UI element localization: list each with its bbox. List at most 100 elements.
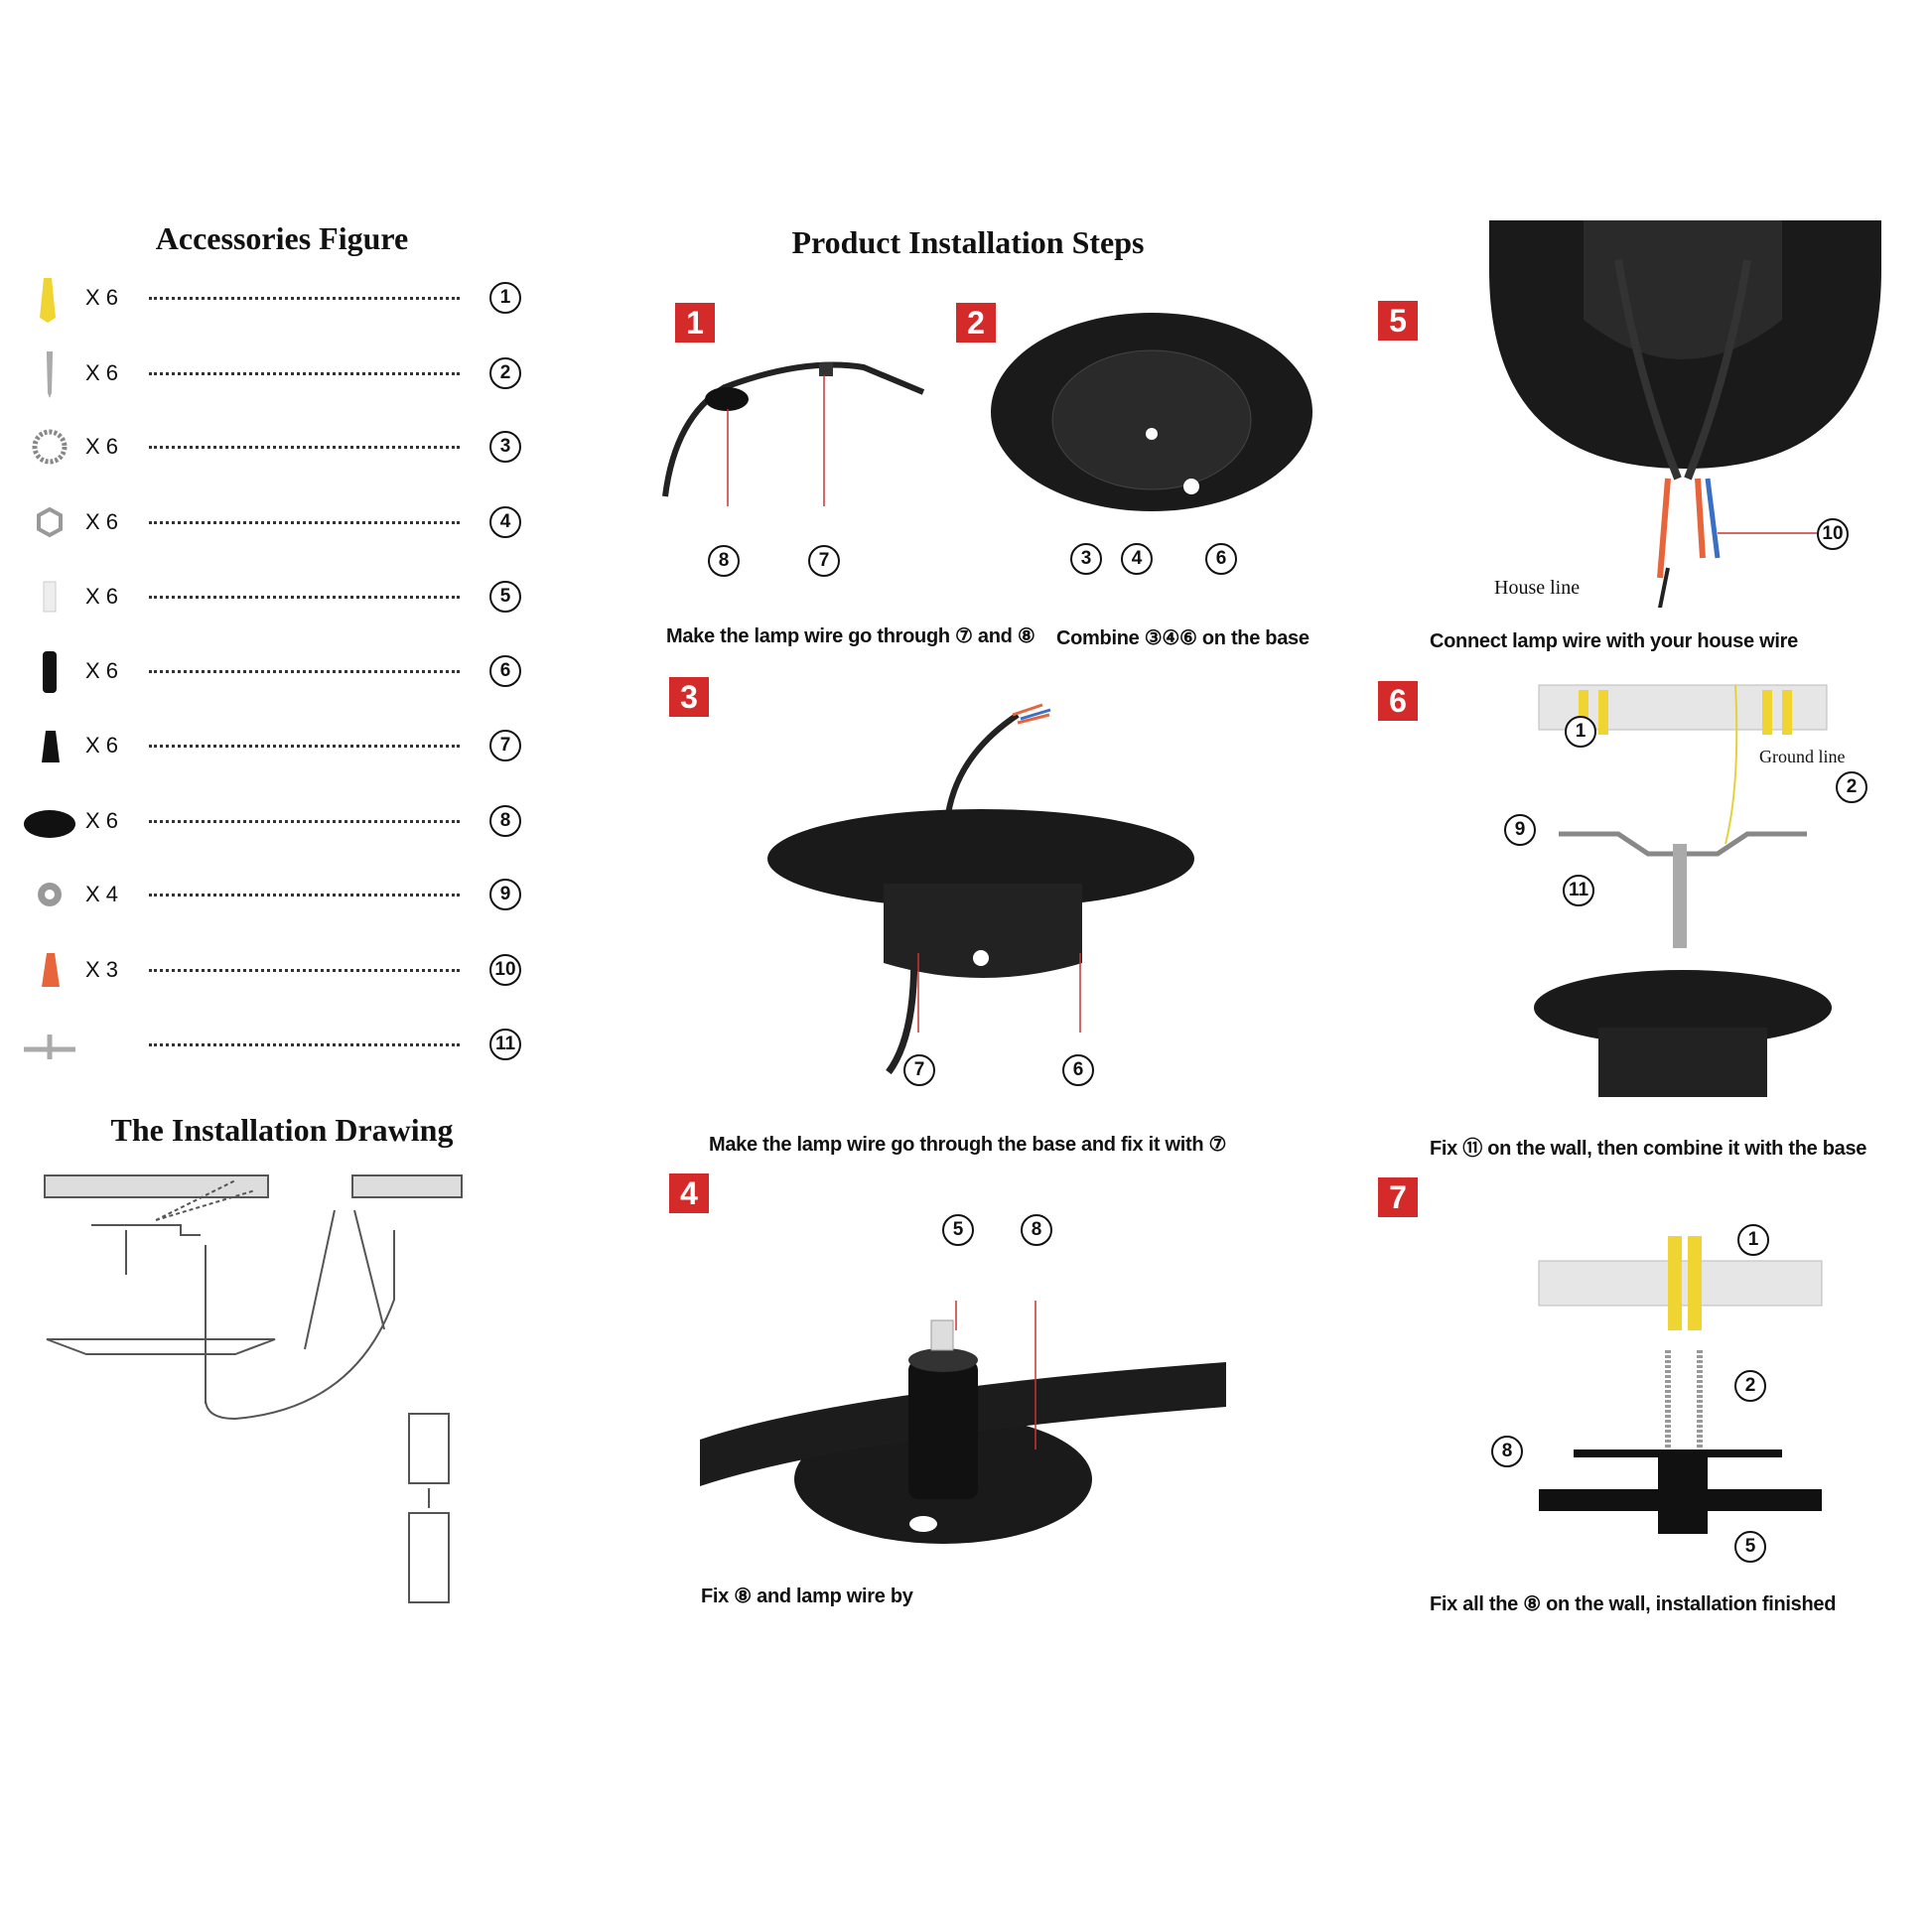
step-2-caption: Combine ③④⑥ on the base bbox=[1056, 627, 1310, 649]
accessory-quantity: X 6 bbox=[85, 584, 119, 609]
callout-6: 6 bbox=[1062, 1054, 1094, 1086]
accessory-number: 1 bbox=[489, 282, 521, 314]
callout-1: 1 bbox=[1737, 1224, 1769, 1256]
wall-anchor-icon bbox=[20, 273, 79, 323]
accessory-quantity: X 6 bbox=[85, 285, 119, 310]
step-badge-1: 1 bbox=[675, 303, 715, 343]
callout-5: 5 bbox=[942, 1214, 974, 1246]
accessory-row: X 6 6 bbox=[20, 646, 526, 696]
flat-washer-icon bbox=[20, 870, 79, 919]
accessory-row: X 6 8 bbox=[20, 796, 526, 846]
accessory-number: 2 bbox=[489, 357, 521, 389]
accessory-quantity: X 4 bbox=[85, 882, 119, 906]
accessory-quantity: X 6 bbox=[85, 509, 119, 534]
installation-drawing bbox=[44, 1174, 463, 1603]
step-badge-6: 6 bbox=[1378, 681, 1418, 721]
ceiling-hatch bbox=[351, 1174, 463, 1198]
steps-title: Product Installation Steps bbox=[791, 224, 1145, 260]
mounting-bracket-icon bbox=[20, 1020, 79, 1069]
accessory-quantity: X 3 bbox=[85, 957, 119, 982]
step-7-image bbox=[1538, 1236, 1823, 1534]
wire-connector-icon bbox=[20, 945, 79, 995]
accessory-row: X 6 4 bbox=[20, 497, 526, 547]
house-line-label: House line bbox=[1494, 577, 1581, 599]
step-badge-7: 7 bbox=[1378, 1177, 1418, 1217]
step-5-image bbox=[1489, 220, 1881, 608]
callout-5: 5 bbox=[1734, 1531, 1766, 1563]
callout-2: 2 bbox=[1734, 1370, 1766, 1402]
dotted-leader bbox=[149, 445, 460, 449]
step-1-image bbox=[662, 361, 925, 506]
accessory-row: X 6 2 bbox=[20, 348, 526, 398]
step-badge-2: 2 bbox=[956, 303, 996, 343]
callout-7: 7 bbox=[903, 1054, 935, 1086]
callout-9: 9 bbox=[1504, 814, 1536, 846]
installation-drawing-title: The Installation Drawing bbox=[110, 1112, 454, 1148]
dotted-leader bbox=[149, 520, 460, 524]
accessory-number: 4 bbox=[489, 506, 521, 538]
accessory-number: 7 bbox=[489, 730, 521, 761]
step-6-caption: Fix ⑪ on the wall, then combine it with … bbox=[1430, 1138, 1867, 1160]
step-4-image bbox=[700, 1301, 1226, 1544]
accessory-row: X 4 9 bbox=[20, 870, 526, 919]
accessory-quantity: X 6 bbox=[85, 658, 119, 683]
accessory-quantity: X 6 bbox=[85, 434, 119, 459]
callout-8: 8 bbox=[1491, 1436, 1523, 1467]
dotted-leader bbox=[149, 595, 460, 599]
accessory-number: 6 bbox=[489, 655, 521, 687]
step-1-caption: Make the lamp wire go through ⑦ and ⑧ bbox=[666, 625, 1035, 647]
accessories-title: Accessories Figure bbox=[155, 220, 409, 256]
hex-nut-icon bbox=[20, 497, 79, 547]
accessory-number: 10 bbox=[489, 954, 521, 986]
step-7-caption: Fix all the ⑧ on the wall, installation … bbox=[1430, 1593, 1837, 1615]
dotted-leader bbox=[149, 669, 460, 673]
step-badge-3: 3 bbox=[669, 677, 709, 717]
step-badge-5: 5 bbox=[1378, 301, 1418, 341]
step-badge-4: 4 bbox=[669, 1173, 709, 1213]
callout-4: 4 bbox=[1121, 543, 1153, 575]
ceiling-hatch bbox=[44, 1174, 269, 1198]
dotted-leader bbox=[149, 893, 460, 897]
step-5-caption: Connect lamp wire with your house wire bbox=[1430, 630, 1798, 652]
ground-line-label: Ground line bbox=[1759, 747, 1846, 766]
callout-6: 6 bbox=[1205, 543, 1237, 575]
callout-1: 1 bbox=[1565, 716, 1596, 748]
accessory-row: X 6 1 bbox=[20, 273, 526, 323]
callout-10: 10 bbox=[1817, 518, 1849, 550]
dotted-leader bbox=[149, 744, 460, 748]
screw-icon bbox=[20, 348, 79, 398]
accessory-quantity: X 6 bbox=[85, 808, 119, 833]
rubber-grommet-icon bbox=[20, 721, 79, 770]
accessory-row: X 6 7 bbox=[20, 721, 526, 770]
cord-grip-icon bbox=[20, 646, 79, 696]
callout-11: 11 bbox=[1563, 875, 1594, 906]
accessory-number: 11 bbox=[489, 1029, 521, 1060]
accessory-quantity: X 6 bbox=[85, 733, 119, 758]
star-washer-icon bbox=[20, 422, 79, 472]
callout-8: 8 bbox=[708, 545, 740, 577]
dotted-leader bbox=[149, 296, 460, 300]
accessory-number: 8 bbox=[489, 805, 521, 837]
step-3-image bbox=[767, 703, 1194, 1075]
plastic-cap-icon bbox=[20, 572, 79, 621]
dotted-leader bbox=[149, 371, 460, 375]
dotted-leader bbox=[149, 968, 460, 972]
step-4-caption: Fix ⑧ and lamp wire by bbox=[701, 1586, 913, 1607]
callout-2: 2 bbox=[1836, 771, 1867, 803]
accessory-row: X 6 3 bbox=[20, 422, 526, 472]
step-3-caption: Make the lamp wire go through the base a… bbox=[709, 1134, 1227, 1156]
accessory-row: X 6 5 bbox=[20, 572, 526, 621]
step-2-image bbox=[991, 313, 1312, 511]
accessory-number: 3 bbox=[489, 431, 521, 463]
accessory-number: 5 bbox=[489, 581, 521, 613]
dotted-leader bbox=[149, 819, 460, 823]
callout-3: 3 bbox=[1070, 543, 1102, 575]
accessory-row: 11 bbox=[20, 1020, 526, 1069]
accessory-number: 9 bbox=[489, 879, 521, 910]
wire-holder-icon bbox=[20, 796, 79, 846]
callout-7: 7 bbox=[808, 545, 840, 577]
accessory-row: X 3 10 bbox=[20, 945, 526, 995]
accessory-quantity: X 6 bbox=[85, 360, 119, 385]
dotted-leader bbox=[149, 1042, 460, 1046]
callout-8: 8 bbox=[1021, 1214, 1052, 1246]
